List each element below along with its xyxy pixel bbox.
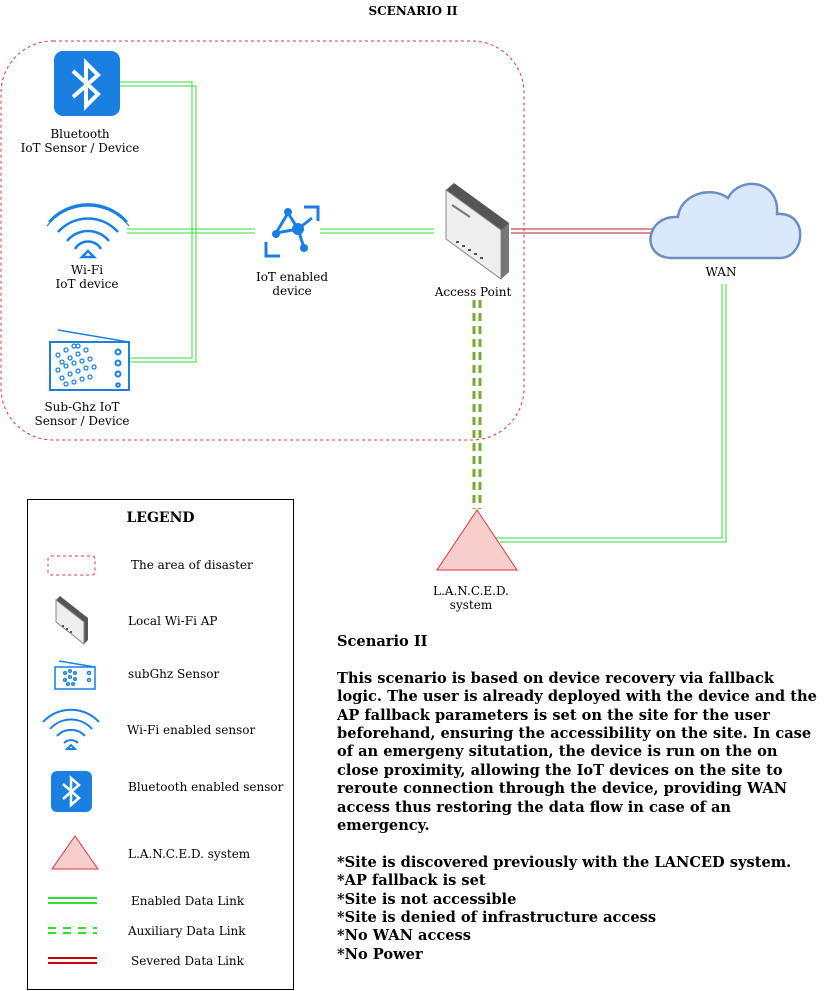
- legend-label-wifi: Wi-Fi enabled sensor: [127, 723, 256, 737]
- legend: LEGEND: [27, 499, 294, 990]
- legend-wifi-icon: [42, 708, 100, 750]
- link-ap-to-wan: [511, 228, 655, 234]
- link-ap-to-lanced: [472, 300, 482, 509]
- link-iot-to-ap: [320, 228, 434, 234]
- lanced-label: L.A.N.C.E.D. system: [421, 584, 521, 612]
- note-item: *No Power: [337, 945, 423, 963]
- legend-lanced-icon: [51, 835, 99, 870]
- subghz-label-line2: Sensor / Device: [34, 414, 130, 428]
- wan-label-line1: WAN: [705, 265, 737, 279]
- disaster-area: [0, 40, 525, 441]
- wifi-icon: [46, 203, 130, 259]
- diagram-title: SCENARIO II: [368, 4, 458, 18]
- cloud-icon: [649, 182, 802, 260]
- legend-radio-icon: [54, 660, 96, 690]
- legend-label-auxiliary: Auxiliary Data Link: [128, 924, 246, 938]
- note-item: *No WAN access: [337, 927, 471, 945]
- wifi-label-line1: Wi-Fi: [70, 263, 104, 277]
- legend-label-bluetooth: Bluetooth enabled sensor: [128, 780, 284, 794]
- iot-label-line1: IoT enabled: [255, 270, 329, 284]
- legend-disaster-swatch: [47, 555, 96, 576]
- iot-device-label: IoT enabled device: [242, 270, 342, 298]
- bluetooth-label: Bluetooth IoT Sensor / Device: [15, 127, 145, 155]
- legend-auxiliary-link: [48, 927, 97, 934]
- description-heading: Scenario II: [337, 633, 428, 650]
- radio-sensor-icon: [49, 329, 130, 391]
- legend-label-ap: Local Wi-Fi AP: [128, 614, 218, 628]
- scenario-description: Scenario II This scenario is based on de…: [337, 633, 822, 964]
- legend-access-point-icon: [55, 596, 88, 646]
- subghz-label-line1: Sub-Ghz IoT: [44, 400, 120, 414]
- lanced-triangle-icon: [436, 509, 518, 571]
- wan-label: WAN: [671, 265, 771, 279]
- bluetooth-icon: [54, 51, 120, 116]
- legend-label-enabled: Enabled Data Link: [131, 894, 245, 908]
- legend-label-subghz: subGhz Sensor: [128, 667, 220, 681]
- legend-enabled-link: [48, 897, 97, 904]
- lanced-label-line2: system: [449, 598, 493, 612]
- access-point-icon: [445, 183, 509, 280]
- legend-bluetooth-icon: [51, 771, 92, 812]
- note-item: *Site is not accessible: [337, 890, 517, 908]
- note-item: *Site is denied of infrastructure access: [337, 909, 657, 927]
- lanced-label-line1: L.A.N.C.E.D.: [433, 584, 509, 598]
- description-body: This scenario is based on device recover…: [337, 669, 817, 835]
- link-wan-to-lanced: [495, 284, 727, 543]
- bluetooth-label-line1: Bluetooth: [50, 127, 110, 141]
- access-point-label: Access Point: [423, 285, 523, 299]
- ap-label-line1: Access Point: [434, 285, 512, 299]
- legend-severed-link: [48, 957, 97, 964]
- note-item: *AP fallback is set: [337, 872, 486, 890]
- subghz-label: Sub-Ghz IoT Sensor / Device: [22, 400, 142, 428]
- link-wifi-to-iot: [127, 228, 255, 234]
- bluetooth-label-line2: IoT Sensor / Device: [20, 141, 140, 155]
- enabled-links: [120, 81, 727, 543]
- wifi-label-line2: IoT device: [55, 277, 119, 291]
- legend-label-lanced: L.A.N.C.E.D. system: [128, 847, 251, 861]
- wifi-label: Wi-Fi IoT device: [37, 263, 137, 291]
- legend-title: LEGEND: [126, 510, 195, 526]
- note-item: *Site is discovered previously with the …: [337, 853, 792, 871]
- link-bluetooth-to-hub: [120, 81, 197, 363]
- iot-hub-icon: [260, 205, 320, 258]
- legend-label-disaster: The area of disaster: [131, 558, 253, 572]
- legend-label-severed: Severed Data Link: [131, 954, 244, 968]
- iot-label-line2: device: [272, 284, 312, 298]
